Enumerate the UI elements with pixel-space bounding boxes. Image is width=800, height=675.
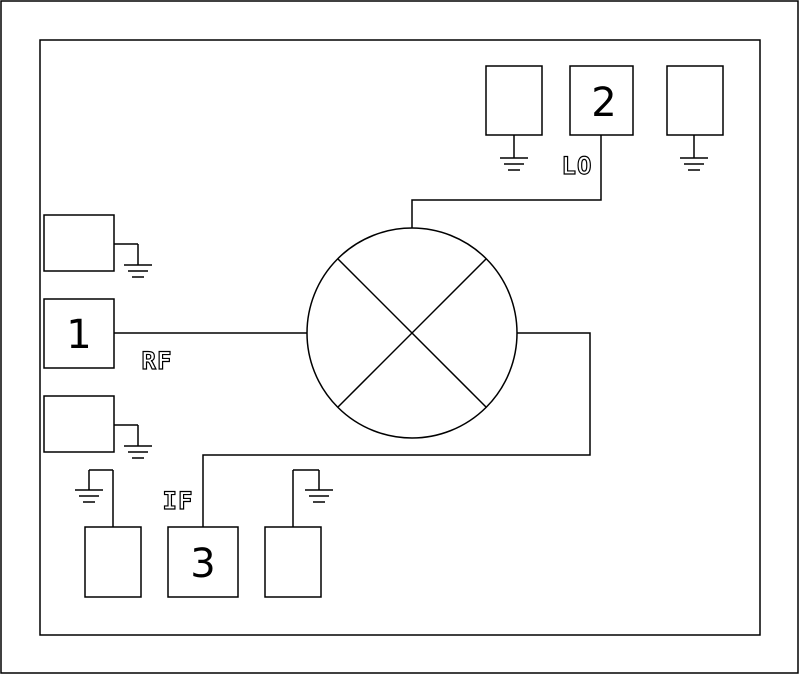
ground-icon (75, 469, 114, 527)
bottom-left-ground-pad (75, 469, 142, 598)
if-label: IF (163, 487, 194, 515)
lo-label: LO (562, 152, 593, 180)
die-outline (39, 39, 761, 636)
ground-icon (680, 135, 708, 171)
if-pin-number: 3 (190, 541, 215, 587)
ground-icon (500, 135, 528, 171)
if-pad: 3 (167, 526, 239, 598)
bottom-right-ground-pad (264, 469, 333, 598)
if-trace (202, 332, 591, 527)
mixer-symbol-icon (306, 227, 518, 439)
ground-icon (114, 424, 152, 459)
lo-trace (411, 135, 602, 228)
lo-pad: 2 (569, 65, 634, 136)
ground-icon (292, 469, 333, 527)
ground-icon (114, 243, 152, 278)
left-top-ground-pad (43, 214, 152, 278)
top-right-ground-pad (666, 65, 724, 171)
rf-pad: 1 (43, 298, 115, 369)
lo-pin-number: 2 (591, 80, 616, 126)
left-bottom-ground-pad (43, 395, 152, 459)
top-left-ground-pad (485, 65, 543, 171)
rf-pin-number: 1 (66, 312, 91, 358)
rf-label: RF (142, 347, 173, 375)
